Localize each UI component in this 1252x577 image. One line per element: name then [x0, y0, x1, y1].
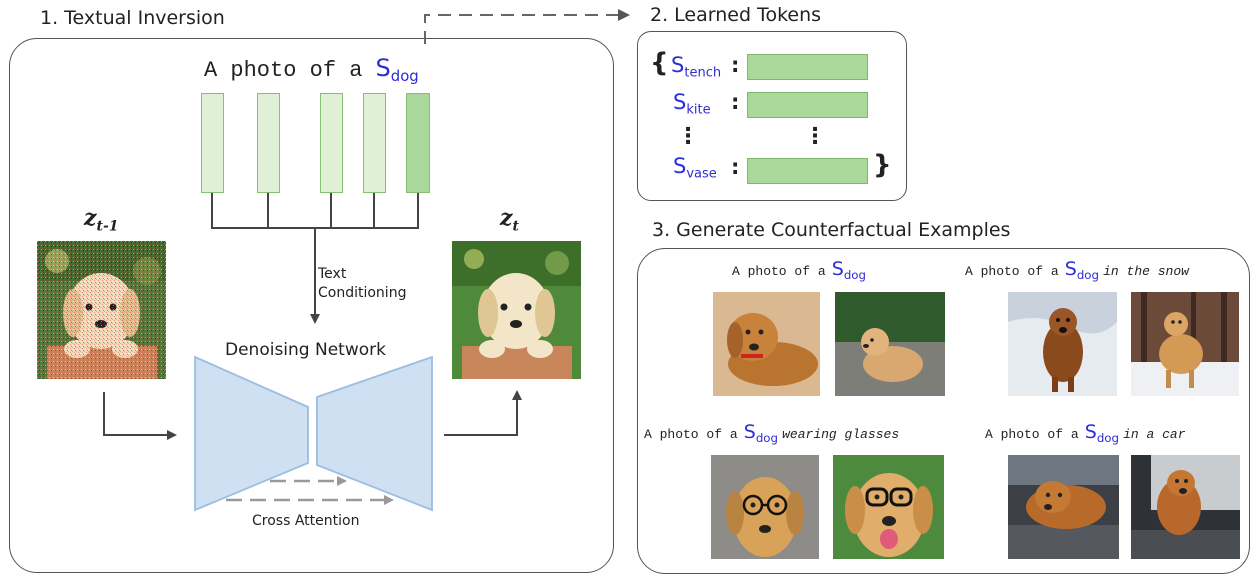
example-photo-dog-lying [713, 292, 820, 396]
example-caption-3: A photo of a Sdog wearing glasses [644, 421, 900, 446]
example-photo-dog-snow-2 [1131, 292, 1239, 396]
token-vase-colon: : [731, 155, 740, 179]
learned-tokens-title: 2. Learned Tokens [650, 4, 822, 26]
embedding-column-3 [320, 93, 343, 193]
example-photo-dog-car-2 [1131, 455, 1240, 559]
embedding-column-token [406, 93, 430, 193]
tokens-vdots-right: ⋮ [804, 124, 826, 149]
embedding-column-4 [363, 93, 386, 193]
example-caption-1: A photo of a Sdog [732, 258, 866, 283]
generate-examples-panel [637, 248, 1250, 574]
example-caption-4: A photo of a Sdog in a car [985, 421, 1186, 446]
textual-inversion-panel [9, 38, 614, 573]
dog-token: Sdog [375, 54, 419, 86]
token-kite: Skite [673, 90, 711, 118]
tokens-vdots-left: ⋮ [677, 124, 699, 149]
token-tench-colon: : [731, 53, 740, 77]
learned-tokens-panel [637, 31, 907, 201]
text-conditioning-label: Text Conditioning [318, 266, 407, 301]
decoder-shape [316, 355, 433, 512]
z-cur-label: zt [500, 205, 519, 235]
example-caption-2: A photo of a Sdog in the snow [965, 258, 1189, 283]
prompt-text: A photo of a [204, 58, 363, 83]
token-tench-embedding [747, 54, 868, 80]
token-tench: Stench [671, 53, 722, 81]
cross-attention-label: Cross Attention [252, 513, 360, 529]
tokens-open-brace: { [650, 48, 669, 78]
noisy-puppy-image [37, 241, 166, 379]
textual-inversion-title: 1. Textual Inversion [40, 7, 225, 29]
z-prev-label: zt-1 [84, 205, 119, 235]
example-photo-dog-snow-1 [1008, 292, 1117, 396]
inversion-prompt: A photo of a Sdog [204, 54, 419, 85]
example-photo-dog-car-1 [1008, 455, 1119, 559]
generate-examples-title: 3. Generate Counterfactual Examples [652, 219, 1011, 241]
tokens-close-brace: } [873, 150, 892, 180]
denoising-network-label: Denoising Network [225, 340, 386, 360]
example-photo-dog-glasses-2 [833, 455, 944, 559]
token-kite-colon: : [731, 90, 740, 114]
example-photo-dog-glasses-1 [711, 455, 819, 559]
example-photo-dog-sitting [835, 292, 945, 396]
embedding-column-2 [257, 93, 280, 193]
token-vase: Svase [673, 154, 717, 182]
encoder-shape [194, 355, 309, 512]
token-kite-embedding [747, 92, 868, 118]
embedding-column-1 [201, 93, 224, 193]
clean-puppy-image [452, 241, 581, 379]
token-vase-embedding [747, 158, 868, 184]
